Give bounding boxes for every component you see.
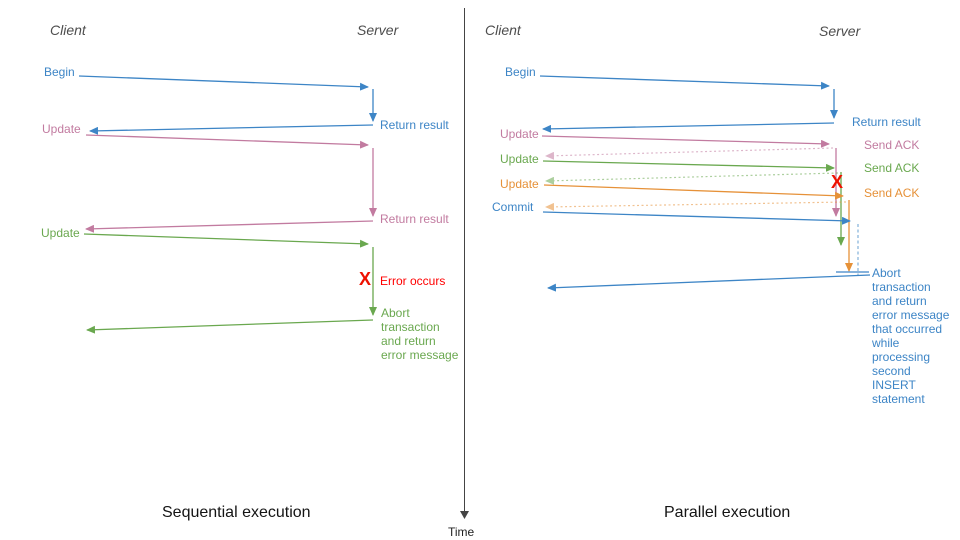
- seq-begin-request-arrow: [78, 75, 369, 91]
- seq-return-result-1-label: Return result: [380, 118, 449, 132]
- seq-update1-request-arrow: [85, 134, 369, 149]
- par-send-ack2-dotted-arrow: [545, 172, 839, 185]
- time-axis-label: Time: [448, 525, 475, 539]
- seq-abort-note: Abort transaction and return error messa…: [381, 306, 459, 362]
- seq-return-result-2-label: Return result: [380, 212, 449, 226]
- par-commit-request-arrow: [542, 211, 851, 225]
- par-caption: Parallel execution: [664, 504, 791, 521]
- par-server-heading: Server: [819, 23, 861, 39]
- seq-return-result-1-arrow: [89, 124, 374, 135]
- seq-client-heading: Client: [50, 22, 86, 38]
- par-send-ack-1-label: Send ACK: [864, 138, 920, 152]
- par-update-2-label: Update: [500, 152, 539, 166]
- seq-error-occurs-label: Error occurs: [380, 274, 446, 288]
- seq-begin-label: Begin: [44, 65, 75, 79]
- seq-update2-request-arrow: [83, 233, 369, 248]
- seq-server-heading: Server: [357, 22, 399, 38]
- seq-error-x-icon: X: [359, 269, 372, 289]
- par-send-ack-3-label: Send ACK: [864, 186, 920, 200]
- seq-update-1-label: Update: [42, 122, 81, 136]
- par-send-ack3-dotted-arrow: [545, 201, 847, 211]
- par-begin-label: Begin: [505, 65, 536, 79]
- par-send-ack-2-label: Send ACK: [864, 161, 920, 175]
- seq-update-2-label: Update: [41, 226, 80, 240]
- par-update-1-label: Update: [500, 127, 539, 141]
- seq-caption: Sequential execution: [162, 504, 311, 521]
- par-send-ack1-dotted-arrow: [545, 147, 834, 160]
- par-update2-request-arrow: [542, 160, 835, 172]
- par-commit-label: Commit: [492, 200, 534, 214]
- par-abort-return-arrow: [547, 274, 871, 292]
- par-client-heading: Client: [485, 22, 521, 38]
- par-begin-request-arrow: [539, 75, 830, 90]
- seq-return-result-2-arrow: [85, 220, 374, 233]
- par-abort-note: Abort transaction and return error messa…: [872, 266, 950, 406]
- seq-abort-return-arrow: [86, 319, 374, 334]
- par-update1-request-arrow: [541, 135, 830, 148]
- par-update-3-label: Update: [500, 177, 539, 191]
- par-error-x-icon: X: [831, 172, 844, 192]
- par-return-result-label: Return result: [852, 115, 921, 129]
- par-update3-request-arrow: [543, 184, 844, 200]
- par-return-result-arrow: [542, 122, 835, 133]
